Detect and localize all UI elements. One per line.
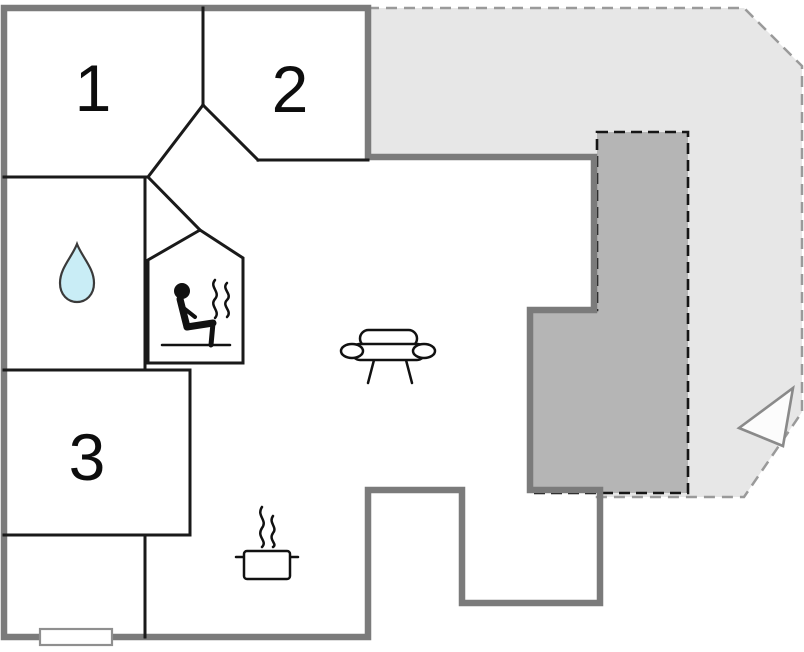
- room-3-label: 3: [69, 420, 106, 494]
- person-arm: [179, 304, 197, 319]
- wall-diagonal-right: [200, 102, 261, 163]
- steam-wave: [259, 505, 265, 549]
- steam-wave: [212, 278, 218, 320]
- wall-hall-funnel: [145, 174, 203, 233]
- room-2-label: 2: [272, 52, 309, 126]
- window-marker: [38, 627, 114, 647]
- cooking-pot-icon: [234, 549, 300, 581]
- sofa-leg: [404, 358, 414, 385]
- sofa-arm-right: [411, 342, 437, 360]
- sofa-icon: [339, 328, 437, 385]
- person-thigh: [183, 319, 217, 331]
- sofa-leg: [366, 358, 376, 385]
- person-leg: [208, 320, 216, 348]
- exterior-walls: [0, 4, 604, 641]
- sauna-person-icon: [160, 283, 232, 348]
- steam-icon: [212, 278, 230, 320]
- sofa-arm-left: [339, 342, 365, 360]
- wall-diagonal-left: [145, 102, 206, 180]
- water-drop-icon: [58, 240, 96, 304]
- person-head: [174, 283, 190, 299]
- north-arrow-icon: [736, 385, 795, 448]
- person-torso: [176, 295, 191, 331]
- steam-icon: [259, 505, 276, 549]
- wall-sauna-room: [146, 228, 245, 365]
- steam-wave: [270, 514, 276, 549]
- steam-wave: [224, 281, 230, 319]
- room-1-label: 1: [75, 51, 112, 125]
- interior-walls: [2, 6, 370, 639]
- pot-body: [242, 549, 292, 581]
- terrace-area: [366, 6, 804, 499]
